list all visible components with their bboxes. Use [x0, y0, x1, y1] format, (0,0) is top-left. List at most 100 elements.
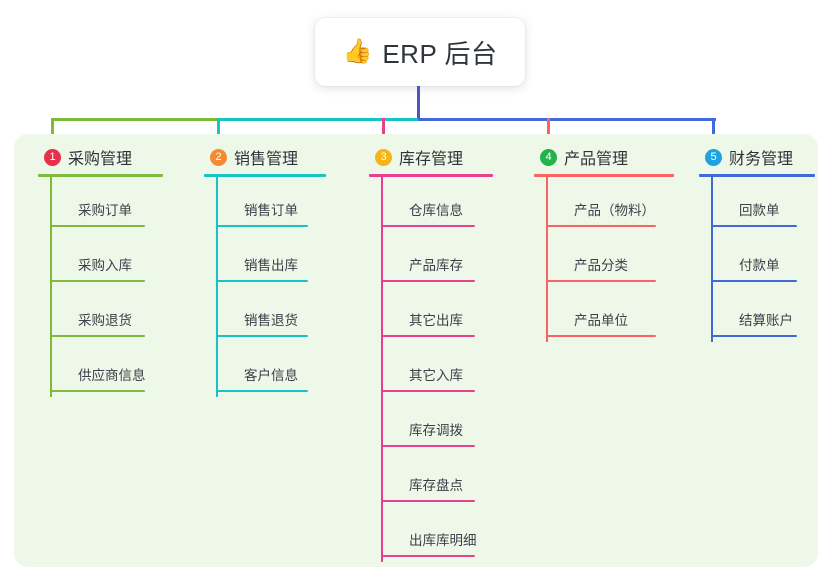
branch-badge-icon-5: 5	[705, 148, 722, 166]
branch-badge-icon-2: 2	[210, 148, 227, 166]
branch-item-label: 采购退货	[78, 313, 132, 328]
branch-items-2: 销售订单销售出库销售退货客户信息	[204, 177, 359, 397]
branch-badge-icon-4: 4	[540, 148, 557, 166]
branch-item-label: 客户信息	[244, 368, 298, 383]
branch-title-3: 库存管理	[399, 151, 464, 168]
branch-item-rule	[50, 390, 145, 392]
branch-item[interactable]: 库存盘点	[369, 452, 524, 507]
branch-item-label: 其它入库	[409, 368, 463, 383]
branch-item-label: 供应商信息	[78, 368, 146, 383]
branch-item-rule	[546, 335, 656, 337]
bus-segment-2	[218, 118, 418, 121]
branch-header-4[interactable]: 4 产品管理	[534, 146, 689, 168]
branch-item-rule	[711, 225, 797, 227]
branch-item-rule	[381, 500, 475, 502]
branch-item-rule	[50, 280, 145, 282]
branch-items-5: 回款单付款单结算账户	[699, 177, 839, 342]
branch-header-rule-4	[534, 174, 674, 177]
branch-item-rule	[381, 335, 475, 337]
branch-item[interactable]: 采购退货	[38, 287, 193, 342]
branch-item-rule	[381, 445, 475, 447]
branch-item-rule	[546, 280, 656, 282]
branch-column-4[interactable]: 4 产品管理产品（物料） 产品分类产品单位	[534, 146, 689, 342]
root-node-card[interactable]: 👍 ERP 后台	[315, 18, 525, 86]
branch-item[interactable]: 客户信息	[204, 342, 359, 397]
branch-item-rule	[381, 225, 475, 227]
column-drop-line-3	[382, 118, 385, 148]
root-node-title: ERP 后台	[382, 38, 498, 69]
branch-item-rule	[711, 280, 797, 282]
branch-item[interactable]: 产品分类	[534, 232, 689, 287]
branch-title-4: 产品管理	[564, 151, 629, 168]
branch-item-label: 销售出库	[244, 258, 298, 273]
branch-title-1: 采购管理	[68, 151, 133, 168]
branch-item[interactable]: 库存调拨	[369, 397, 524, 452]
branch-item-label: 产品分类	[574, 258, 628, 273]
branch-item-rule	[381, 555, 475, 557]
branch-column-2[interactable]: 2 销售管理销售订单销售出库销售退货客户信息	[204, 146, 359, 397]
branch-column-5[interactable]: 5 财务管理回款单付款单结算账户	[699, 146, 839, 342]
branch-item-rule	[216, 225, 308, 227]
branch-badge-icon-1: 1	[44, 148, 61, 166]
thumbs-up-icon: 👍	[342, 38, 373, 65]
branch-item[interactable]: 销售出库	[204, 232, 359, 287]
branch-item-rule	[546, 225, 656, 227]
branch-column-1[interactable]: 1 采购管理采购订单采购入库采购退货供应商信息	[38, 146, 193, 397]
branch-item-label: 结算账户	[739, 313, 793, 328]
branch-item-label: 库存调拨	[409, 423, 463, 438]
branch-header-1[interactable]: 1 采购管理	[38, 146, 193, 168]
branch-item[interactable]: 产品单位	[534, 287, 689, 342]
branch-item-label: 付款单	[739, 258, 780, 273]
branch-title-5: 财务管理	[729, 151, 794, 168]
branch-item[interactable]: 供应商信息	[38, 342, 193, 397]
branch-item[interactable]: 产品库存	[369, 232, 524, 287]
branch-header-rule-2	[204, 174, 326, 177]
branch-item-label: 其它出库	[409, 313, 463, 328]
branch-item[interactable]: 产品（物料）	[534, 177, 689, 232]
branch-item-rule	[381, 390, 475, 392]
branch-item[interactable]: 回款单	[699, 177, 839, 232]
branch-item-label: 采购入库	[78, 258, 132, 273]
branch-title-2: 销售管理	[234, 151, 299, 168]
branch-item-label: 产品单位	[574, 313, 628, 328]
branch-item-rule	[50, 335, 145, 337]
root-node-content: 👍 ERP 后台	[342, 34, 497, 71]
branch-item-label: 采购订单	[78, 203, 132, 218]
branch-items-3: 仓库信息产品库存其它出库其它入库库存调拨库存盘点出库库明细	[369, 177, 524, 562]
branch-spine-2	[216, 177, 218, 397]
column-drop-line-2	[217, 118, 220, 148]
branch-items-1: 采购订单采购入库采购退货供应商信息	[38, 177, 193, 397]
branch-header-rule-5	[699, 174, 815, 177]
branch-item[interactable]: 出库库明细	[369, 507, 524, 562]
branch-item[interactable]: 付款单	[699, 232, 839, 287]
branch-item[interactable]: 仓库信息	[369, 177, 524, 232]
column-drop-line-1	[51, 118, 54, 148]
branch-item[interactable]: 其它出库	[369, 287, 524, 342]
branch-spine-3	[381, 177, 383, 562]
branch-item[interactable]: 采购订单	[38, 177, 193, 232]
column-drop-line-5	[712, 118, 715, 148]
branch-item-label: 销售退货	[244, 313, 298, 328]
root-stem-line	[417, 86, 420, 121]
branch-item-rule	[216, 390, 308, 392]
branch-item-label: 库存盘点	[409, 478, 463, 493]
branch-item[interactable]: 销售退货	[204, 287, 359, 342]
branch-spine-5	[711, 177, 713, 342]
column-drop-line-4	[547, 118, 550, 148]
branch-item[interactable]: 结算账户	[699, 287, 839, 342]
branch-header-2[interactable]: 2 销售管理	[204, 146, 359, 168]
branch-item-label: 产品库存	[409, 258, 463, 273]
branches-panel	[14, 134, 818, 567]
branch-item[interactable]: 销售订单	[204, 177, 359, 232]
bus-segment-1	[52, 118, 218, 121]
branch-item[interactable]: 采购入库	[38, 232, 193, 287]
branch-item-rule	[381, 280, 475, 282]
branch-item[interactable]: 其它入库	[369, 342, 524, 397]
bus-segment-3	[418, 118, 716, 121]
branch-item-label: 仓库信息	[409, 203, 463, 218]
branch-header-5[interactable]: 5 财务管理	[699, 146, 839, 168]
branch-item-label: 销售订单	[244, 203, 298, 218]
